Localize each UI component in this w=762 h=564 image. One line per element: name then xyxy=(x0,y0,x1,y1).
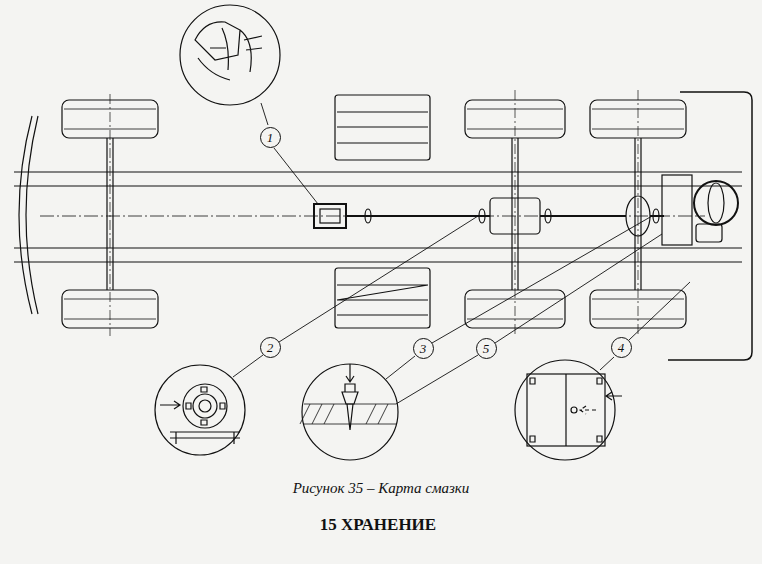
filler-plug xyxy=(571,407,577,413)
wheel xyxy=(590,290,686,328)
grease-arrow xyxy=(606,392,622,400)
wheel xyxy=(62,290,158,328)
callout-number: 1 xyxy=(267,131,274,144)
mid-axle-housing xyxy=(490,198,540,234)
tank-bands xyxy=(337,112,428,143)
wheel xyxy=(62,100,158,138)
callout-circle: 1 xyxy=(260,127,281,148)
housing-details xyxy=(530,374,602,446)
callout-number: 5 xyxy=(483,342,490,355)
winch-frame xyxy=(662,175,692,245)
callout-circle: 3 xyxy=(413,338,434,359)
center-line xyxy=(40,216,705,217)
callout-number: 4 xyxy=(618,341,625,354)
box-bands xyxy=(337,285,428,315)
front-bumper xyxy=(19,116,38,314)
grease-arrow xyxy=(160,401,180,409)
leader-lines xyxy=(233,103,690,404)
detail-circle xyxy=(515,360,615,460)
rear-axle-housing xyxy=(626,196,650,236)
callout-number: 3 xyxy=(420,342,427,355)
callout-circle: 2 xyxy=(260,337,281,358)
transfer-case-inner xyxy=(320,209,340,223)
wheel xyxy=(590,100,686,138)
callout-number: 2 xyxy=(267,341,274,354)
shaft-joint xyxy=(365,209,371,223)
frame-rails xyxy=(14,172,742,262)
drive-shaft xyxy=(346,215,664,217)
shaft-joint xyxy=(653,209,659,223)
transfer-case xyxy=(314,204,346,228)
wheels xyxy=(62,100,686,328)
housing xyxy=(527,374,605,446)
callout-circle: 5 xyxy=(476,338,497,359)
winch-drum xyxy=(694,181,738,225)
detail-circle xyxy=(180,5,280,105)
flange xyxy=(183,384,227,428)
wheel xyxy=(465,290,565,328)
section-heading: 15 ХРАНЕНИЕ xyxy=(317,515,439,535)
rear-bumper xyxy=(668,92,752,360)
shaft-joint xyxy=(545,209,551,223)
axle-beams xyxy=(107,138,641,290)
flange-bolts xyxy=(186,387,225,425)
wheel-treads xyxy=(64,109,684,319)
grease-nipple xyxy=(342,384,358,430)
grease-arrow xyxy=(346,364,354,382)
winch-gearbox xyxy=(696,224,722,242)
hub xyxy=(193,394,217,418)
detail-figure xyxy=(195,22,262,80)
detail-circle xyxy=(155,365,245,455)
bracket xyxy=(170,432,240,444)
fuel-tank xyxy=(335,95,430,160)
wheel xyxy=(465,100,565,138)
figure-caption: Рисунок 35 – Карта смазки xyxy=(290,480,473,497)
shaft-joint xyxy=(479,209,485,223)
drain-arrow xyxy=(580,406,596,414)
winch-drum-face xyxy=(708,183,724,223)
hub xyxy=(199,400,211,412)
callout-circle: 4 xyxy=(611,337,632,358)
